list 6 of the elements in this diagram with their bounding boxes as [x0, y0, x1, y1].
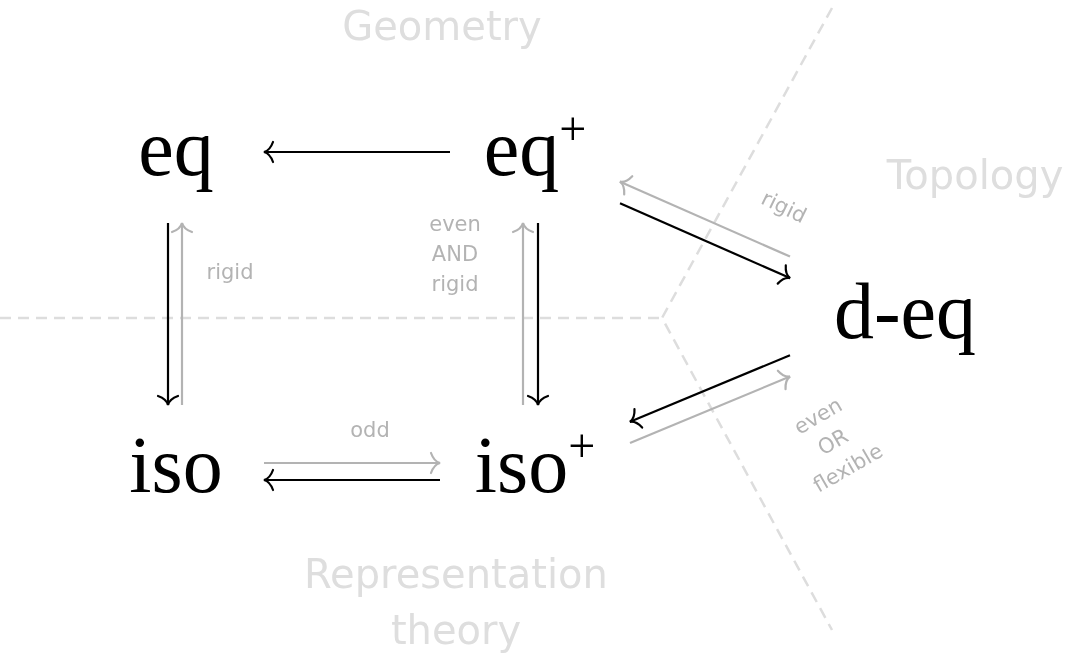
term-label: iso$^{+}$ — [474, 425, 596, 505]
edge-label: odd — [350, 417, 390, 444]
edge-label: rigid — [756, 184, 812, 231]
term-label: iso — [129, 425, 223, 505]
edge-label: even AND rigid — [429, 211, 481, 298]
edge-label: rigid — [206, 259, 254, 286]
